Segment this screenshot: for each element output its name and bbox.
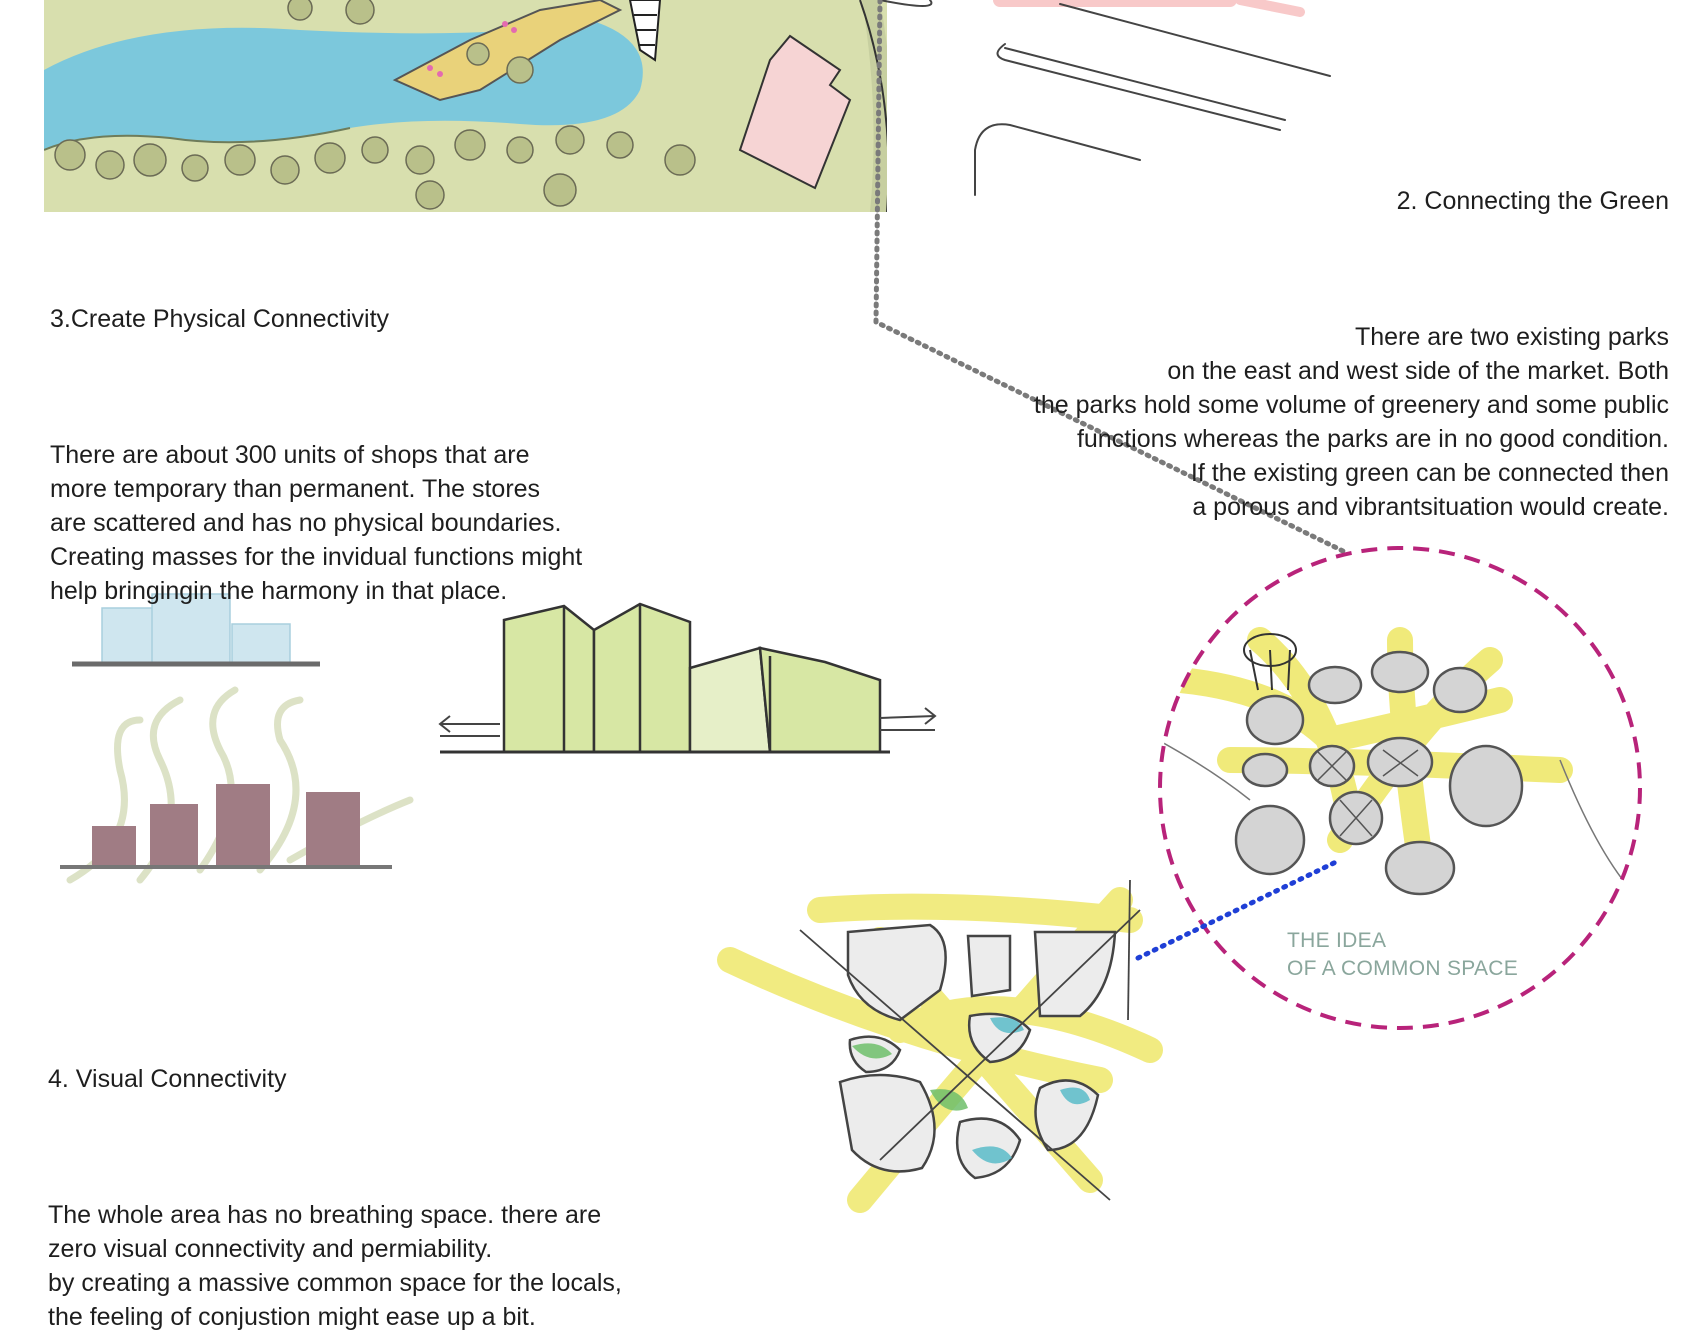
section-body: There are about 300 units of shops that … (50, 441, 583, 605)
common-space-detail-sketch (1160, 627, 1640, 901)
section-body: The whole area has no breathing space. t… (48, 1201, 622, 1331)
section-heading: 4. Visual Connectivity (48, 1065, 287, 1093)
blue-dotted-connector (1135, 857, 1343, 961)
magenta-dashed-circle (1158, 546, 1642, 1030)
shoreline-trees (54, 0, 696, 210)
blue-masses-elevation (101, 593, 291, 665)
green-perspective-masses (502, 602, 882, 754)
stadium-sketch (1243, 633, 1297, 691)
section-visual-connectivity: 4. Visual Connectivity The whole area ha… (48, 1028, 768, 1334)
section-body: There are two existing parks on the east… (1033, 323, 1669, 521)
section-heading: 2. Connecting the Green (1396, 187, 1669, 215)
pink-flower-dots (427, 21, 517, 77)
park-site-plan (44, 0, 887, 212)
diagram-artwork (44, 0, 1642, 1213)
section-heading: 3.Create Physical Connectivity (50, 305, 390, 333)
striped-pavilion (628, 0, 662, 62)
grey-dotted-connector (873, 0, 1348, 555)
section-physical-connectivity: 3.Create Physical Connectivity There are… (50, 268, 750, 608)
street-sketch-lines (879, 0, 1331, 196)
common-space-callout-label: THE IDEA OF A COMMON SPACE (1287, 929, 1519, 980)
section-connecting-green: 2. Connecting the Green There are two ex… (789, 150, 1669, 524)
pink-building (738, 34, 852, 190)
common-space-site-sketch (717, 879, 1163, 1213)
perspective-arrows (438, 707, 937, 737)
mauve-masses (92, 784, 360, 866)
